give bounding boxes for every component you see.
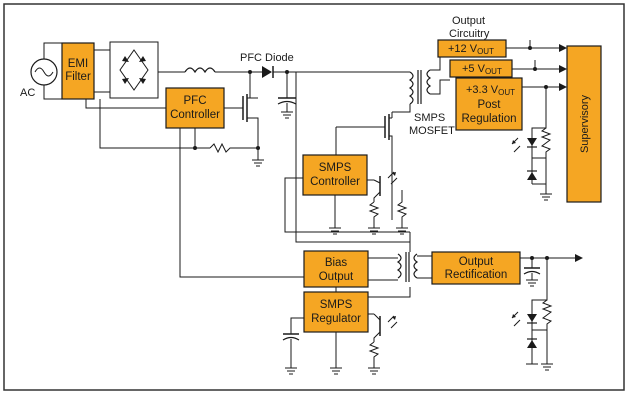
main-transformer [408,69,432,105]
output-circuitry-label-1: Output [452,15,485,27]
svg-text:+12 VOUT: +12 VOUT [448,43,494,56]
svg-text:Regulation: Regulation [462,113,517,125]
supervisory-block: Supervisory [566,45,602,203]
svg-text:Supervisory: Supervisory [579,94,591,153]
optocoupler-1 [367,171,408,235]
svg-text:Regulator: Regulator [311,313,361,325]
svg-text:SMPS: SMPS [320,299,353,311]
svg-text:PFC: PFC [184,95,207,107]
svg-text:Output: Output [459,256,494,268]
smps-regulator-block: SMPS Regulator [303,291,369,333]
ac-label: AC [20,87,35,99]
pfc-diode-label: PFC Diode [240,52,294,64]
smps-controller-block: SMPS Controller [302,154,368,196]
output-capacitor [523,258,541,287]
svg-text:Post: Post [477,99,501,111]
v12-output-block: +12 VOUT [437,39,507,58]
pfc-mosfet [224,72,259,148]
optocoupler-2 [368,313,398,375]
bulk-capacitor [277,72,297,119]
lower-feedback-network [511,258,553,371]
output-rectification-block: Output Rectification [431,251,521,285]
smps-mosfet [336,112,393,220]
upper-feedback-network [511,87,552,201]
output-circuitry-label-2: Circuitry [449,28,490,40]
svg-text:+3.3 VOUT: +3.3 VOUT [466,84,515,97]
svg-text:+5 VOUT: +5 VOUT [462,63,502,76]
bridge-rectifier [109,41,159,99]
svg-text:Filter: Filter [65,71,91,83]
pfc-controller-block: PFC Controller [165,87,225,129]
smps-mosfet-label-1: SMPS [414,112,445,124]
v33-post-regulation-block: +3.3 VOUT Post Regulation [455,77,523,131]
bias-transformer [396,252,419,282]
regulator-capacitor [282,333,300,375]
svg-text:Controller: Controller [170,109,220,121]
svg-text:Controller: Controller [310,176,360,188]
svg-text:Output: Output [319,271,354,283]
svg-text:EMI: EMI [68,58,88,70]
emi-filter-block: EMI Filter [61,42,95,100]
svg-text:Rectification: Rectification [445,269,508,281]
pfc-inductor [184,67,216,74]
smps-mosfet-label-2: MOSFET [409,125,455,137]
bias-output-block: Bias Output [303,250,369,288]
svg-text:SMPS: SMPS [319,162,352,174]
svg-text:Bias: Bias [325,257,348,269]
v5-output-block: +5 VOUT [449,59,513,78]
